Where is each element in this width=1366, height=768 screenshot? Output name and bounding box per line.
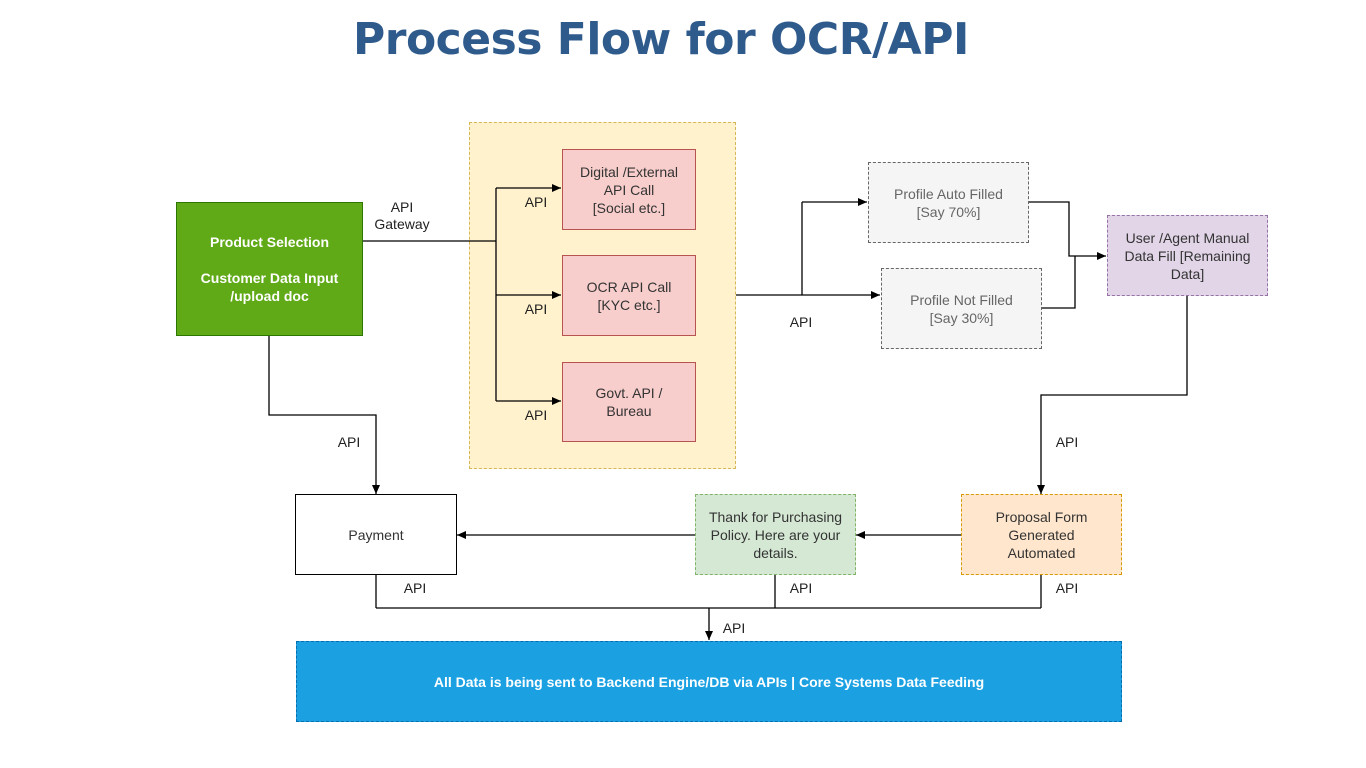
api-label-govt: API (524, 407, 548, 423)
api-label-backend: API (722, 620, 746, 636)
api-label-proposal-in: API (1055, 434, 1079, 450)
api-label-thank-out: API (789, 580, 813, 596)
edge-product-to-payment (268, 335, 380, 494)
manual-data-fill-node[interactable]: User /Agent Manual Data Fill [Remaining … (1107, 215, 1268, 296)
customer-data-input-label: Customer Data Input /upload doc (200, 270, 339, 304)
profile-auto-filled-node[interactable]: Profile Auto Filled [Say 70%] (868, 162, 1029, 243)
api-label-proposal-out: API (1055, 580, 1079, 596)
backend-engine-node[interactable]: All Data is being sent to Backend Engine… (296, 641, 1122, 722)
edge-auto-to-manual (1028, 201, 1106, 260)
govt-api-node[interactable]: Govt. API / Bureau (562, 362, 696, 442)
product-selection-label: Product Selection (209, 234, 330, 250)
api-label-ocr: API (524, 301, 548, 317)
product-selection-node[interactable]: Product Selection Customer Data Input /u… (176, 202, 363, 336)
digital-api-call-node[interactable]: Digital /External API Call [Social etc.] (562, 149, 696, 230)
edge-manual-to-proposal (1037, 296, 1188, 494)
payment-node[interactable]: Payment (295, 494, 457, 575)
thank-you-node[interactable]: Thank for Purchasing Policy. Here are yo… (695, 494, 856, 575)
api-gateway-label: API Gateway (374, 199, 430, 232)
page-title: Process Flow for OCR/API (353, 14, 969, 65)
api-label-payment-in: API (337, 434, 361, 450)
proposal-form-node[interactable]: Proposal Form Generated Automated (961, 494, 1122, 575)
profile-not-filled-node[interactable]: Profile Not Filled [Say 30%] (881, 268, 1042, 349)
api-label-profiles: API (789, 314, 813, 330)
api-label-digital: API (524, 194, 548, 210)
api-label-payment-out: API (403, 580, 427, 596)
edge-not-to-manual (1041, 256, 1076, 309)
ocr-api-call-node[interactable]: OCR API Call [KYC etc.] (562, 255, 696, 336)
